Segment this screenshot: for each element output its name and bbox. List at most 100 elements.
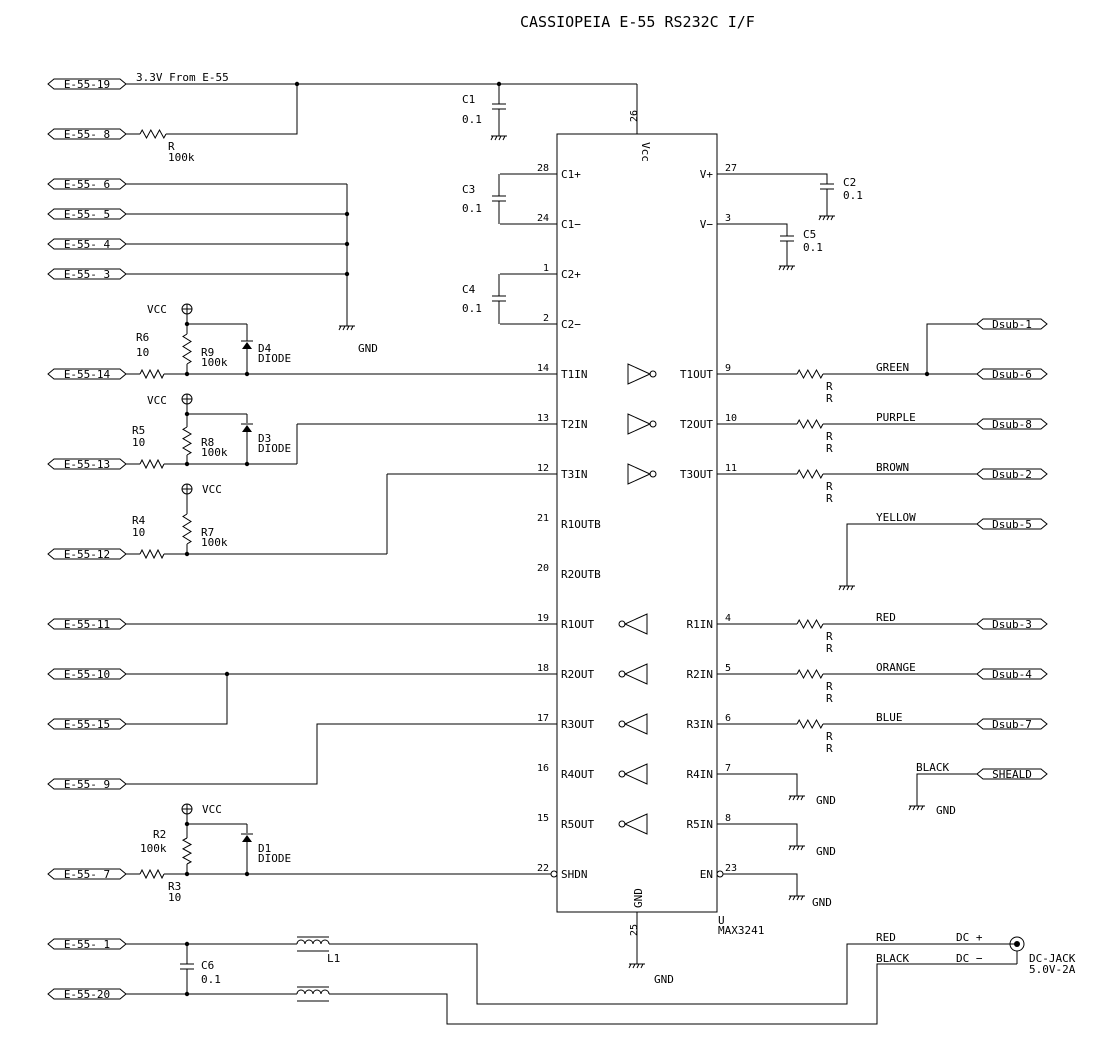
port-label: E-55-15 bbox=[64, 718, 110, 731]
capacitor-value: 0.1 bbox=[462, 202, 482, 215]
ic-pin-number: 5 bbox=[725, 663, 731, 674]
dc-jack-label: DC-JACK bbox=[1029, 952, 1076, 965]
capacitor-value: 0.1 bbox=[462, 113, 482, 126]
vcc-label: VCC bbox=[202, 483, 222, 496]
receiver-symbol bbox=[618, 720, 626, 728]
receiver-symbol bbox=[618, 620, 626, 628]
wire bbox=[916, 773, 977, 806]
supply-label: 3.3V From E-55 bbox=[136, 71, 229, 84]
ic-pin-number: 15 bbox=[537, 813, 549, 824]
ic-pin-number: 7 bbox=[725, 763, 731, 774]
diode-value: DIODE bbox=[258, 852, 291, 865]
port-connector bbox=[976, 318, 1048, 330]
gnd-label: GND bbox=[358, 342, 378, 355]
resistor-ref: R bbox=[826, 692, 833, 705]
pin-number: 26 bbox=[629, 110, 640, 122]
resistor-value: 100k bbox=[201, 446, 228, 459]
pin-number: 25 bbox=[629, 924, 640, 936]
ic-pin-number: 24 bbox=[537, 213, 549, 224]
vcc-label: VCC bbox=[147, 303, 167, 316]
port-connector bbox=[976, 418, 1048, 430]
ic-pin-name: R2IN bbox=[687, 668, 714, 681]
ic-pin-name: T1IN bbox=[561, 368, 588, 381]
ground-symbol bbox=[628, 963, 632, 969]
resistor-ref: R bbox=[826, 630, 833, 643]
capacitor-ref: C6 bbox=[201, 959, 214, 972]
ground-symbol bbox=[782, 265, 786, 271]
gnd-label: GND bbox=[816, 845, 836, 858]
resistor-value: 100k bbox=[140, 842, 167, 855]
ic-pin-name: T1OUT bbox=[680, 368, 713, 381]
ground-symbol bbox=[850, 585, 854, 591]
junction-dot bbox=[184, 871, 190, 877]
ic-pin-name: C2− bbox=[561, 318, 581, 331]
port-connector bbox=[976, 468, 1048, 480]
ground-symbol bbox=[490, 135, 494, 141]
ic-body bbox=[556, 133, 718, 913]
resistor-ref: R bbox=[826, 392, 833, 405]
diode-ref: D1 bbox=[258, 842, 271, 855]
junction-dot bbox=[184, 411, 190, 417]
resistor-ref: R bbox=[826, 480, 833, 493]
junction-dot bbox=[344, 271, 350, 277]
ground-symbol bbox=[498, 135, 502, 141]
port-connector bbox=[47, 618, 127, 630]
receiver-symbol bbox=[618, 770, 626, 778]
ic-pin-number: 27 bbox=[725, 163, 737, 174]
port-label: E-55- 8 bbox=[64, 128, 110, 141]
port-connector bbox=[976, 768, 1048, 780]
ic-pin-number: 12 bbox=[537, 463, 549, 474]
inductor-symbol bbox=[296, 989, 330, 995]
resistor-symbol bbox=[796, 418, 824, 430]
wire-color-label: GREEN bbox=[876, 361, 909, 374]
port-connector bbox=[976, 618, 1048, 630]
port-label: E-55-10 bbox=[64, 668, 110, 681]
resistor-ref: R6 bbox=[136, 331, 149, 344]
diode-ref: D4 bbox=[258, 342, 272, 355]
resistor-ref: R3 bbox=[168, 880, 181, 893]
inductor-ref: L1 bbox=[327, 952, 340, 965]
wire bbox=[717, 173, 828, 184]
port-label: E-55- 6 bbox=[64, 178, 110, 191]
resistor-ref: R4 bbox=[132, 514, 146, 527]
dc-jack-icon bbox=[1014, 941, 1020, 947]
diode-symbol bbox=[242, 425, 252, 432]
capacitor-ref: C5 bbox=[803, 228, 816, 241]
ic-pin-name: V+ bbox=[700, 168, 714, 181]
driver-symbol bbox=[649, 470, 657, 478]
ic-pin-number: 1 bbox=[543, 263, 549, 274]
driver-symbol bbox=[649, 420, 657, 428]
vcc-label: VCC bbox=[202, 803, 222, 816]
junction-dot bbox=[294, 81, 300, 87]
ground-symbol bbox=[502, 135, 506, 141]
resistor-symbol bbox=[182, 513, 192, 545]
diagram-title: CASSIOPEIA E-55 RS232C I/F bbox=[520, 13, 755, 31]
ic-pin-number: 23 bbox=[725, 863, 737, 874]
resistor-value: 10 bbox=[136, 346, 149, 359]
ground-symbol bbox=[350, 325, 354, 331]
ground-symbol bbox=[338, 325, 342, 331]
ground-symbol bbox=[822, 215, 826, 221]
capacitor-ref: C4 bbox=[462, 283, 476, 296]
wire bbox=[723, 873, 798, 896]
resistor-symbol bbox=[796, 668, 824, 680]
ic-pin-name: R1OUTB bbox=[561, 518, 601, 531]
port-connector bbox=[47, 778, 127, 790]
port-label: Dsub-7 bbox=[992, 718, 1032, 731]
resistor-ref: R bbox=[826, 442, 833, 455]
ground-symbol bbox=[800, 795, 804, 801]
port-label: Dsub-4 bbox=[992, 668, 1032, 681]
resistor-value: 100k bbox=[201, 536, 228, 549]
port-connector bbox=[976, 718, 1048, 730]
dc-minus-label: DC − bbox=[956, 952, 983, 965]
resistor-ref: R bbox=[826, 680, 833, 693]
ic-pin-number: 22 bbox=[537, 863, 549, 874]
wire-color-label: RED bbox=[876, 611, 896, 624]
ground-symbol bbox=[788, 845, 792, 851]
ic-pin-number: 9 bbox=[725, 363, 731, 374]
ic-pin-number: 6 bbox=[725, 713, 731, 724]
ic-pin-name: R4OUT bbox=[561, 768, 594, 781]
ground-symbol bbox=[800, 845, 804, 851]
resistor-ref: R bbox=[168, 140, 175, 153]
resistor-ref: R bbox=[826, 642, 833, 655]
